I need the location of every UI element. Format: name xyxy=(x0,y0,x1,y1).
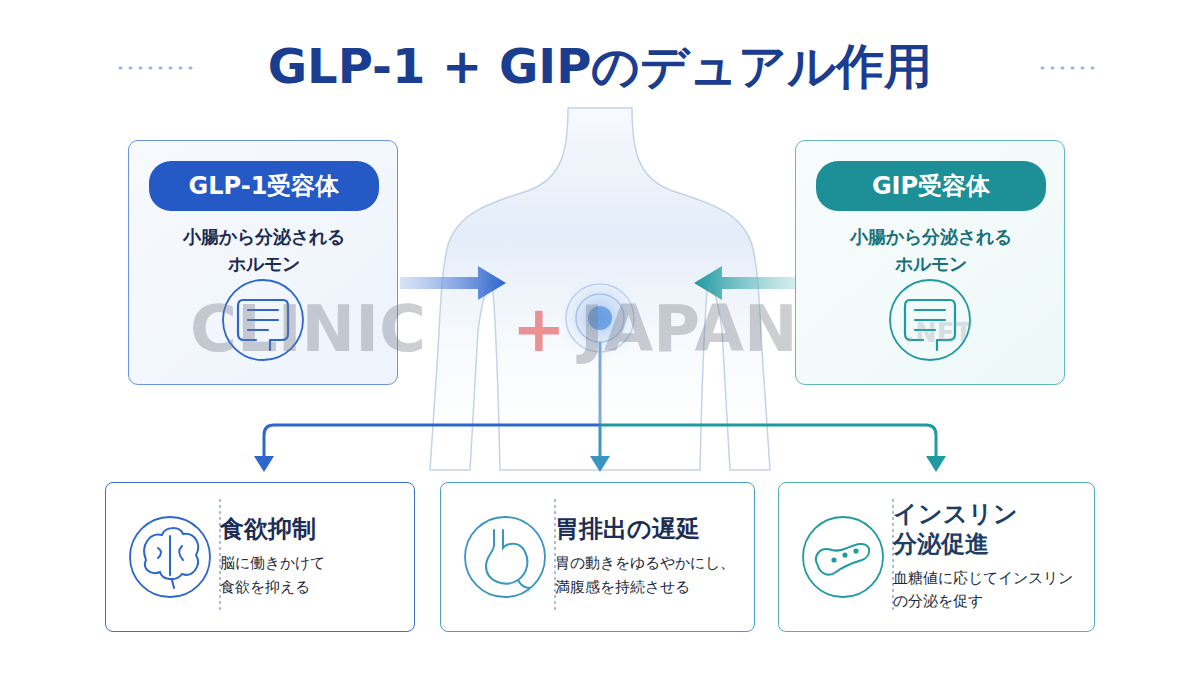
glow-ring xyxy=(576,294,624,342)
watermark: + xyxy=(512,292,566,366)
branch-line xyxy=(599,342,602,425)
description: 脳に働きかけて 食欲を抑える xyxy=(220,552,410,599)
box-ground xyxy=(795,140,1065,385)
branch-line xyxy=(600,425,936,458)
effect-heading: 胃排出の遅延 xyxy=(555,515,745,544)
description: 血糖値に応じてインスリン の分泌を促す xyxy=(893,567,1083,614)
description: 胃の動きをゆるやかにし、 満腹感を持続させる xyxy=(555,552,745,599)
receptor-pill: GLP-1受容体 xyxy=(149,161,379,211)
arrowhead xyxy=(926,456,946,472)
effect-box: インスリン 分泌促進血糖値に応じてインスリン の分泌を促す xyxy=(778,482,1095,632)
title-dots xyxy=(120,67,192,70)
box-ground xyxy=(128,140,398,385)
description: 小腸から分泌される ホルモン xyxy=(816,223,1046,277)
receptor-name: GIP受容体 xyxy=(872,170,990,202)
glow-core xyxy=(588,306,612,330)
receptor-name: GLP-1受容体 xyxy=(189,170,340,202)
intestine-icon xyxy=(223,280,303,360)
branch-line xyxy=(599,425,602,458)
arrowhead xyxy=(590,456,610,472)
pancreas-icon xyxy=(803,517,883,597)
watermark: JAPAN xyxy=(580,292,797,366)
brain-icon xyxy=(130,517,210,597)
glow-ring xyxy=(566,284,634,352)
arrowhead xyxy=(254,456,274,472)
intestine-icon xyxy=(890,280,970,360)
separator-dots xyxy=(220,500,893,612)
effect-heading: インスリン 分泌促進 xyxy=(893,500,1043,559)
effect-heading: 食欲抑制 xyxy=(220,515,400,544)
title: GLP-1 + GIPのデュアル作用 xyxy=(0,36,1200,96)
description: 小腸から分泌される ホルモン xyxy=(149,223,379,277)
box-ground xyxy=(105,482,415,632)
title-dots xyxy=(1042,67,1102,70)
effect-box: 食欲抑制脳に働きかけて 食欲を抑える xyxy=(105,482,415,632)
watermark: .NET xyxy=(905,318,972,348)
effect-box: 胃排出の遅延胃の動きをゆるやかにし、 満腹感を持続させる xyxy=(440,482,755,632)
receptor-pill: GIP受容体 xyxy=(816,161,1046,211)
input-arrow xyxy=(400,266,506,300)
input-arrow xyxy=(694,266,795,300)
stomach-icon xyxy=(465,517,545,597)
box-ground xyxy=(778,482,1095,632)
receptor-box: GLP-1受容体小腸から分泌される ホルモン xyxy=(128,140,398,385)
box-ground xyxy=(440,482,755,632)
receptor-box: GIP受容体小腸から分泌される ホルモン xyxy=(795,140,1065,385)
branch-line xyxy=(264,425,600,458)
watermark: CLINIC xyxy=(190,292,426,366)
